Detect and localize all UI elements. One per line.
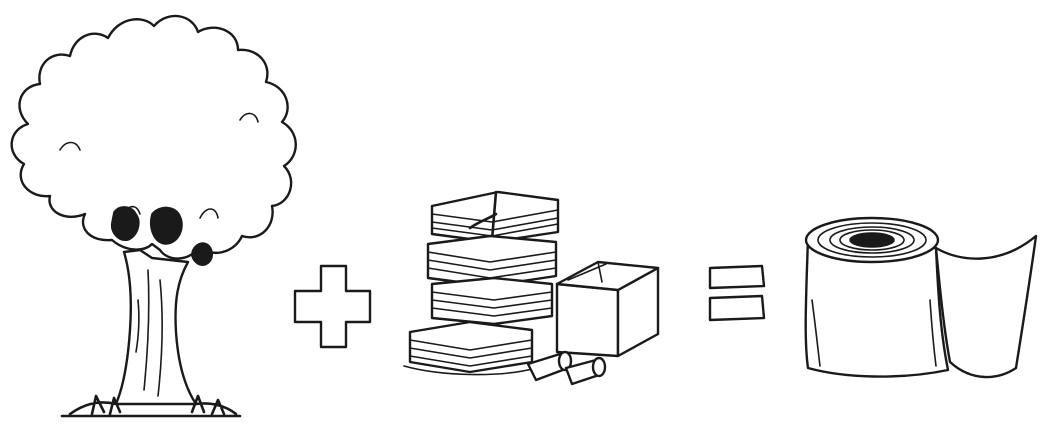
tree-icon — [12, 16, 296, 416]
plus-sign-icon — [295, 266, 370, 347]
paper-rolls-icon — [528, 352, 605, 384]
equals-sign-icon — [710, 266, 764, 320]
waste-paper-stack-icon — [404, 192, 558, 375]
plus-outline — [295, 266, 370, 347]
cardboard-box-icon — [557, 262, 658, 356]
unrolled-sheet — [936, 236, 1036, 377]
roll-core — [850, 233, 894, 247]
tree-trunk — [116, 250, 196, 404]
tree-knot-left — [112, 207, 139, 240]
tree-knot-middle — [151, 207, 182, 244]
box-front — [557, 284, 618, 356]
equals-bar-bottom — [710, 296, 764, 320]
tree-knot-right — [192, 243, 212, 265]
toilet-paper-roll-icon — [806, 218, 1036, 377]
equals-bar-top — [710, 266, 764, 288]
